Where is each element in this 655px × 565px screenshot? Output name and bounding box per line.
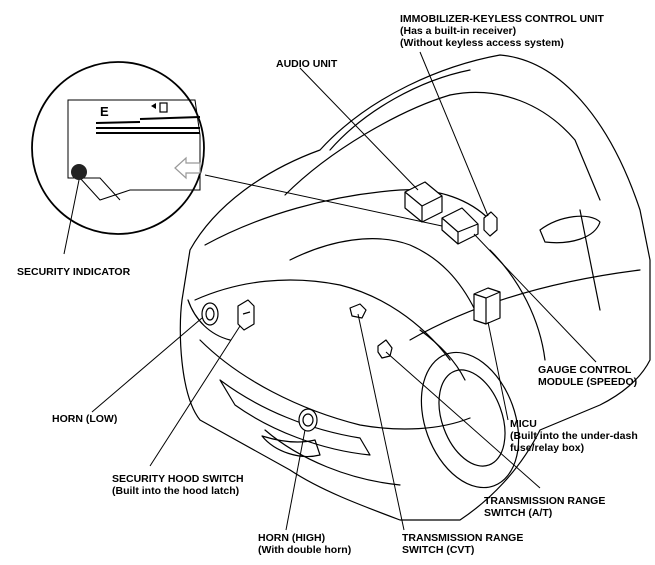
side-mirror	[539, 215, 601, 244]
leader-gauge-control	[473, 233, 597, 363]
trans-at-line1: TRANSMISSION RANGE	[484, 495, 606, 507]
trans-range-cvt-component	[349, 303, 367, 319]
hood-line	[204, 189, 491, 246]
leader-security-indicator	[63, 179, 80, 255]
fuel-pump-icon	[151, 102, 168, 113]
hood-crease	[289, 238, 476, 311]
gauge-control-line2: MODULE (SPEEDO)	[538, 376, 638, 388]
trans-cvt-line1: TRANSMISSION RANGE	[402, 532, 524, 544]
micu-note-1: (Built into the under-dash	[510, 430, 638, 442]
audio-unit-component	[404, 181, 443, 223]
car-body-outline	[179, 54, 651, 521]
label-security-indicator: SECURITY INDICATOR	[17, 266, 131, 278]
horn-low-component	[201, 302, 219, 326]
gauge-control-line1: GAUGE CONTROL	[538, 364, 632, 376]
leader-micu	[487, 321, 509, 421]
leader-horn-high	[285, 429, 306, 531]
security-hood-switch-component	[237, 299, 255, 331]
label-gauge-control: GAUGE CONTROL MODULE (SPEEDO)	[538, 364, 637, 388]
leader-gauge-inset	[204, 174, 443, 227]
leader-immobilizer	[419, 51, 489, 217]
label-horn-low: HORN (LOW)	[52, 413, 118, 425]
headlight-right	[419, 329, 466, 381]
fuel-gauge-bars	[95, 116, 201, 134]
trans-cvt-line2: SWITCH (CVT)	[402, 544, 475, 556]
windshield-base	[284, 94, 451, 196]
front-bumper	[199, 339, 471, 430]
horn-high-component	[298, 408, 318, 432]
windshield-top	[449, 91, 601, 201]
label-micu: MICU (Built into the under-dash fuse/rel…	[510, 418, 638, 454]
leader-audio-unit	[299, 67, 419, 191]
label-trans-range-cvt: TRANSMISSION RANGE SWITCH (CVT)	[402, 532, 523, 556]
label-security-hood-switch: SECURITY HOOD SWITCH (Built into the hoo…	[112, 473, 244, 497]
label-horn-high: HORN (HIGH) (With double horn)	[258, 532, 351, 556]
trans-at-line2: SWITCH (A/T)	[484, 507, 553, 519]
leader-horn-low	[91, 317, 203, 413]
lower-bumper	[264, 429, 401, 486]
label-immobilizer: IMMOBILIZER-KEYLESS CONTROL UNIT (Has a …	[400, 13, 604, 49]
security-hood-title: SECURITY HOOD SWITCH	[112, 473, 244, 485]
immobilizer-note-2: (Without keyless access system)	[400, 37, 564, 49]
micu-note-2: fuse/relay box)	[510, 442, 585, 454]
horn-high-title: HORN (HIGH)	[258, 532, 326, 544]
leader-lines	[63, 51, 597, 531]
door-line	[579, 209, 601, 311]
immobilizer-note-1: (Has a built-in receiver)	[400, 25, 517, 37]
leader-trans-at	[385, 351, 541, 489]
a-pillar	[329, 69, 471, 151]
immobilizer-component	[483, 211, 498, 237]
headlight-left	[187, 299, 231, 341]
immobilizer-title: IMMOBILIZER-KEYLESS CONTROL UNIT	[400, 13, 604, 25]
micu-component	[473, 287, 501, 325]
front-wheel	[420, 351, 520, 489]
fog-light	[261, 435, 321, 458]
label-trans-range-at: TRANSMISSION RANGE SWITCH (A/T)	[484, 495, 605, 519]
label-audio-unit: AUDIO UNIT	[276, 58, 338, 70]
horn-high-note: (With double horn)	[258, 544, 352, 556]
security-hood-note: (Built into the hood latch)	[112, 485, 240, 497]
arrow-indicator-icon	[174, 156, 201, 180]
micu-title: MICU	[510, 418, 537, 430]
security-indicator-dot	[71, 164, 87, 180]
front-wheel-rim	[438, 369, 506, 467]
grille	[219, 379, 371, 456]
leader-security-hood	[149, 325, 241, 467]
fuel-empty-letter: E	[100, 104, 109, 119]
character-line	[409, 269, 641, 341]
gauge-control-module-component	[441, 207, 479, 245]
leader-trans-cvt	[357, 313, 405, 531]
hood-edge	[194, 279, 451, 361]
gauge-inset	[31, 61, 205, 235]
